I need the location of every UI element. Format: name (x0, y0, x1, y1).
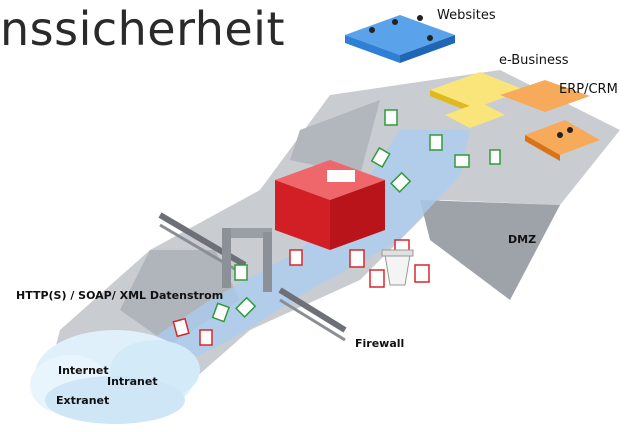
label-dmz: DMZ (508, 233, 537, 246)
firewall-gate (222, 228, 272, 292)
label-internet: Internet (58, 364, 109, 377)
document-icons (172, 109, 501, 346)
trash-bin-icon (381, 249, 414, 286)
label-extranet: Extranet (56, 394, 110, 407)
security-gateway (275, 160, 385, 250)
label-ebusiness: e-Business (499, 53, 569, 68)
ebusiness-platform (430, 72, 525, 128)
floor-shadow-left (120, 250, 240, 345)
label-websites: Websites (437, 8, 496, 23)
label-erp-crm: ERP/CRM (559, 82, 618, 97)
network-cloud (30, 330, 200, 424)
floor-shadow-right (420, 200, 560, 300)
label-firewall: Firewall (355, 337, 405, 350)
floor-shadow-top (290, 100, 380, 175)
erp-platform (500, 80, 600, 161)
page-title: nssicherheit (0, 2, 285, 56)
websites-platform (345, 15, 455, 63)
label-datastream: HTTP(S) / SOAP/ XML Datenstrom (16, 289, 224, 302)
label-intranet: Intranet (107, 375, 158, 388)
